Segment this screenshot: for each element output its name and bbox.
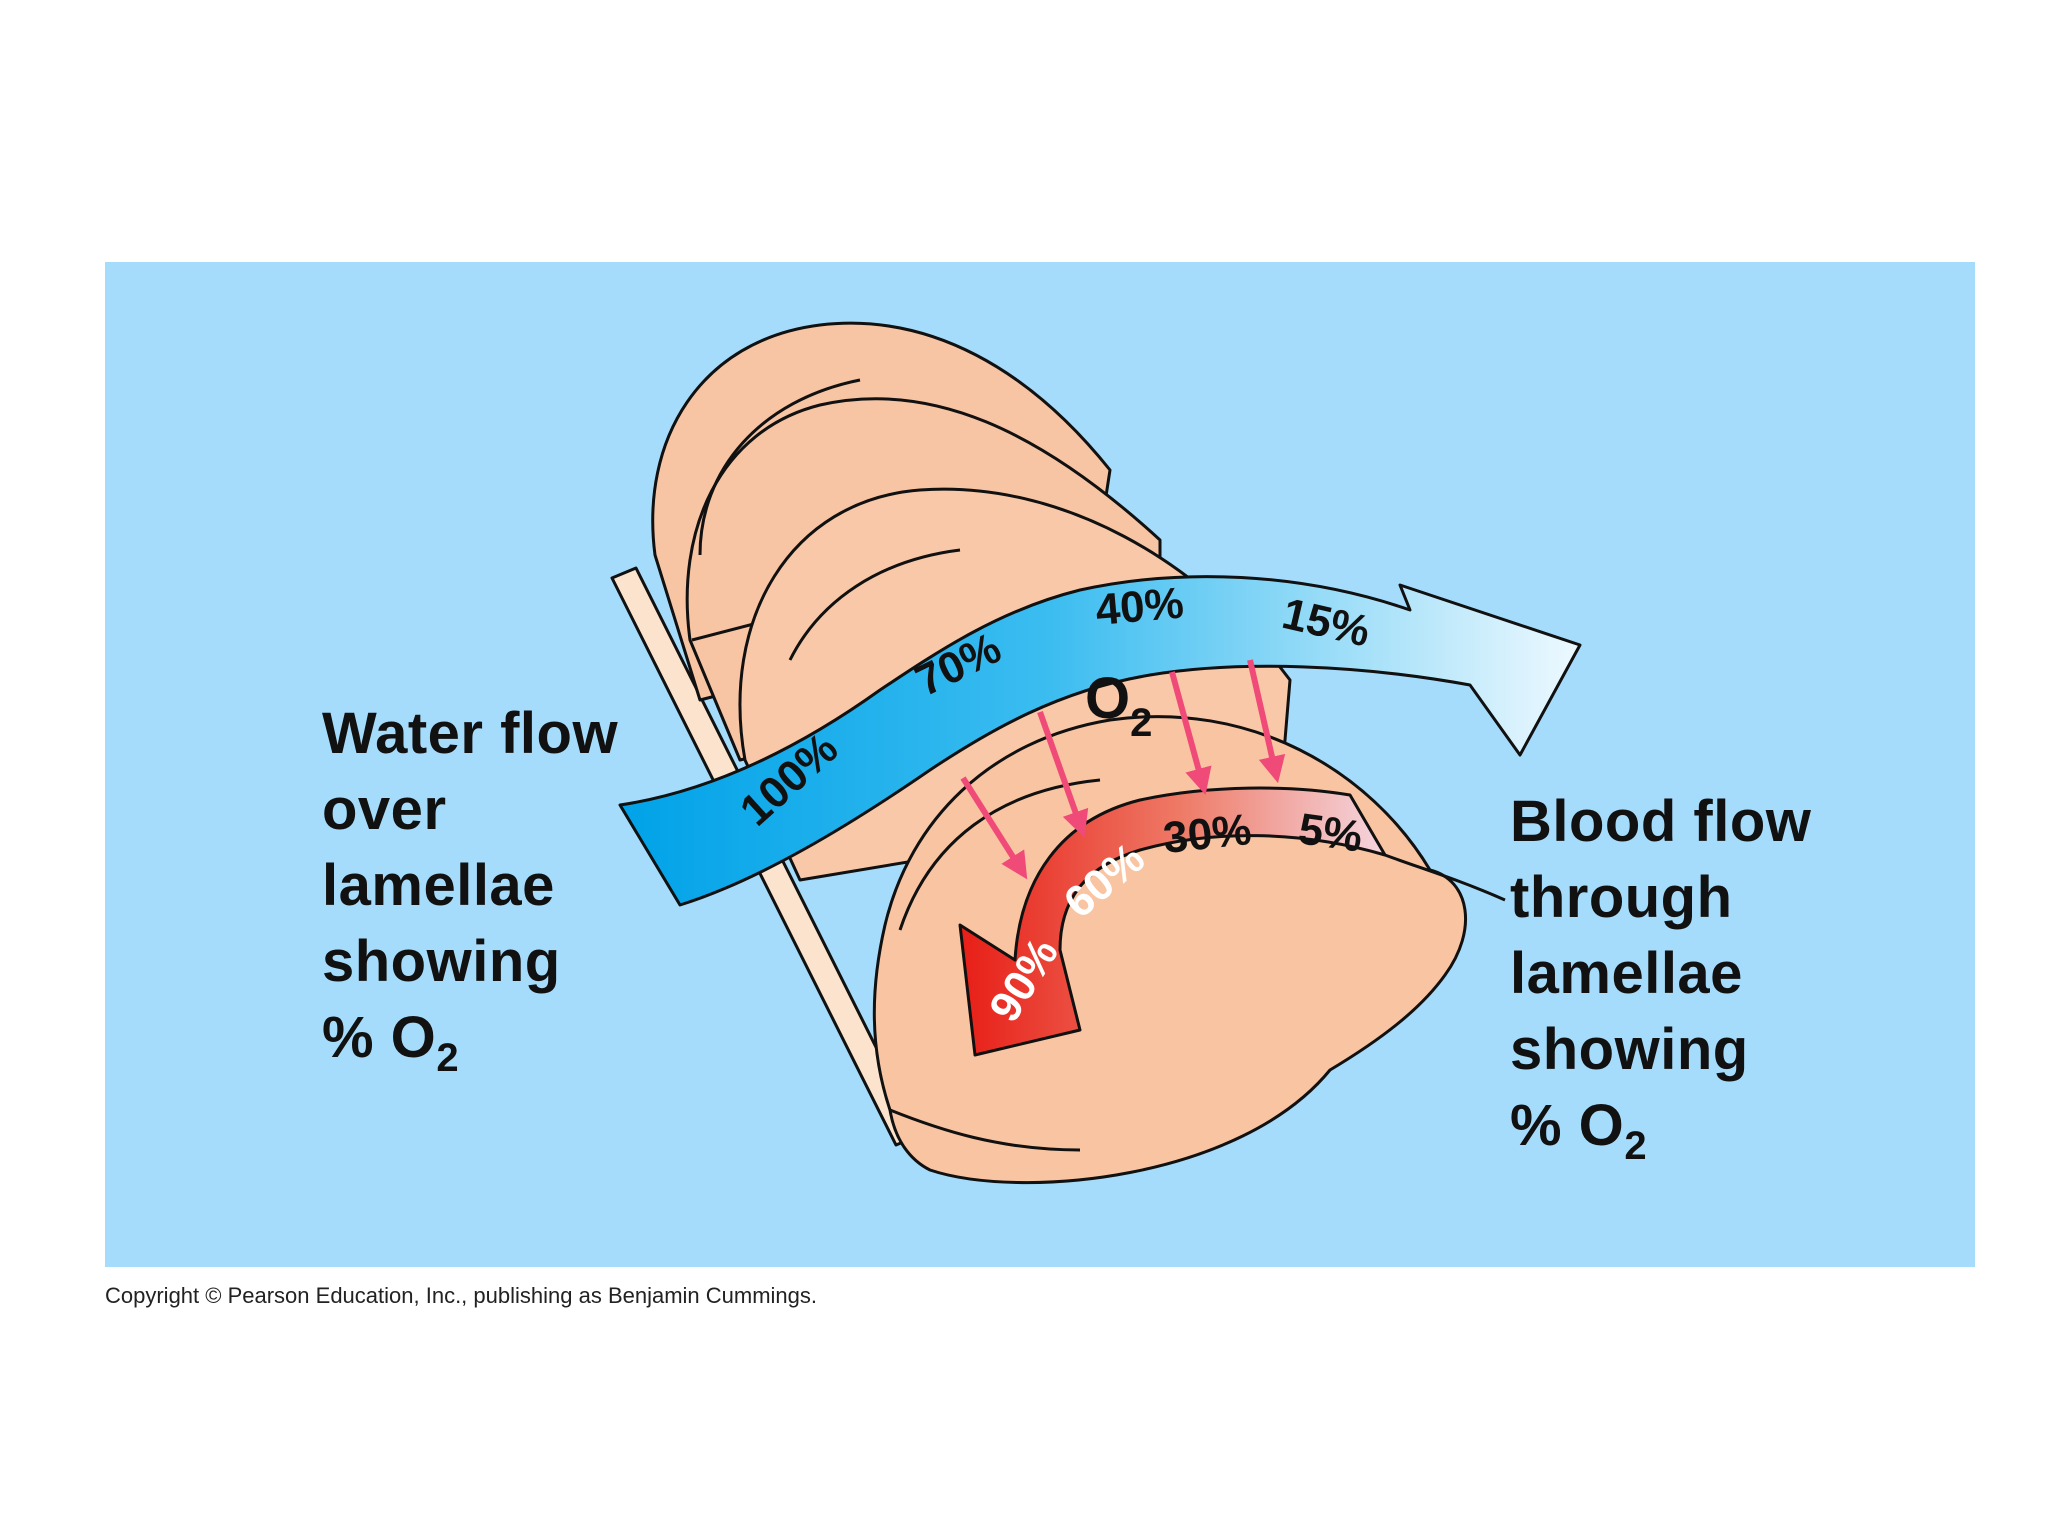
o2-label: O2 [1085, 666, 1152, 745]
blood-pct-30: 30% [1161, 805, 1254, 863]
blood-pct-5: 5% [1296, 804, 1366, 861]
water-label-line: over [322, 777, 447, 842]
water-flow-label: Water flow over lamellae showing % O2 [322, 696, 619, 1080]
blood-label-line: showing [1510, 1017, 1749, 1082]
blood-label-line: through [1510, 865, 1733, 930]
water-pct-40: 40% [1094, 578, 1186, 634]
water-label-line: showing [322, 929, 561, 994]
diffusion-arrow [1169, 671, 1212, 796]
water-label-line: Water flow [322, 701, 619, 766]
water-label-line: % O2 [322, 1005, 460, 1080]
blood-label-line: lamellae [1510, 941, 1743, 1006]
blood-label-leader [1384, 853, 1506, 902]
o2-diffusion-arrows [960, 659, 1286, 880]
diffusion-arrow [1037, 710, 1089, 838]
water-label-line: lamellae [322, 853, 555, 918]
water-flow-arrow [618, 575, 1582, 907]
copyright-notice: Copyright © Pearson Education, Inc., pub… [105, 1283, 818, 1308]
blood-flow-label: Blood flow through lamellae showing % O2 [1510, 784, 1812, 1168]
blood-label-line: % O2 [1510, 1093, 1648, 1168]
blood-label-line: Blood flow [1510, 789, 1812, 854]
diffusion-arrow [1247, 659, 1286, 784]
diffusion-arrow [960, 776, 1028, 880]
